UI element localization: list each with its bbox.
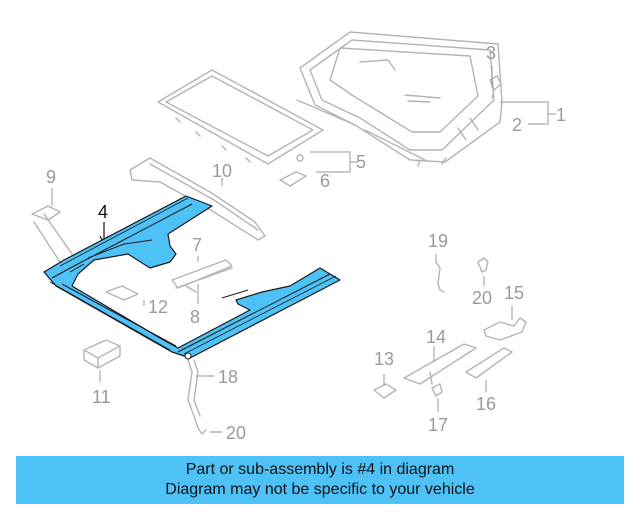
part-5-6-screws bbox=[279, 154, 307, 187]
banner-line-1: Part or sub-assembly is #4 in diagram bbox=[185, 461, 455, 478]
callout-16: 16 bbox=[476, 394, 497, 414]
part-13-cap bbox=[373, 383, 397, 399]
part-3-clip bbox=[489, 75, 502, 99]
callout-12: 12 bbox=[148, 297, 169, 317]
callout-7: 7 bbox=[192, 235, 203, 255]
part-15-bracket bbox=[483, 317, 527, 341]
callout-11: 11 bbox=[92, 387, 111, 407]
callout-6: 6 bbox=[320, 171, 331, 191]
callout-1: 1 bbox=[556, 105, 567, 125]
callout-14: 14 bbox=[426, 327, 447, 347]
callout-19: 19 bbox=[428, 231, 449, 251]
part-20-grommet bbox=[477, 257, 489, 273]
part-19-hose bbox=[435, 261, 445, 293]
banner-line-2: Diagram may not be specific to your vehi… bbox=[165, 481, 475, 498]
leader-lines bbox=[51, 66, 556, 433]
sunroof-housing-frame bbox=[296, 31, 503, 167]
part-7-8-guide bbox=[171, 259, 233, 293]
callout-2: 2 bbox=[512, 115, 523, 135]
callout-9: 9 bbox=[46, 167, 57, 187]
callout-13: 13 bbox=[374, 349, 395, 369]
callout-18: 18 bbox=[218, 367, 239, 387]
part-17-clip bbox=[431, 383, 443, 397]
part-12-tab bbox=[105, 285, 139, 301]
part-11-block bbox=[83, 339, 121, 369]
callout-20-right: 20 bbox=[472, 288, 493, 308]
callout-8: 8 bbox=[190, 307, 201, 327]
part-10-rail bbox=[129, 157, 266, 241]
part-14-arm bbox=[403, 343, 477, 385]
part-16-lever bbox=[465, 347, 513, 379]
callout-20-left: 20 bbox=[226, 423, 247, 443]
callout-10: 10 bbox=[212, 161, 233, 181]
callout-4: 4 bbox=[98, 202, 109, 222]
callout-15: 15 bbox=[504, 283, 525, 303]
callout-17: 17 bbox=[428, 415, 449, 435]
callout-3: 3 bbox=[486, 43, 497, 63]
info-banner: Part or sub-assembly is #4 in diagram Di… bbox=[16, 456, 624, 504]
part-4-seal-frame bbox=[43, 195, 341, 360]
glass-panel bbox=[157, 69, 324, 165]
callout-5: 5 bbox=[356, 152, 367, 172]
part-18-drain-hose bbox=[187, 359, 207, 435]
